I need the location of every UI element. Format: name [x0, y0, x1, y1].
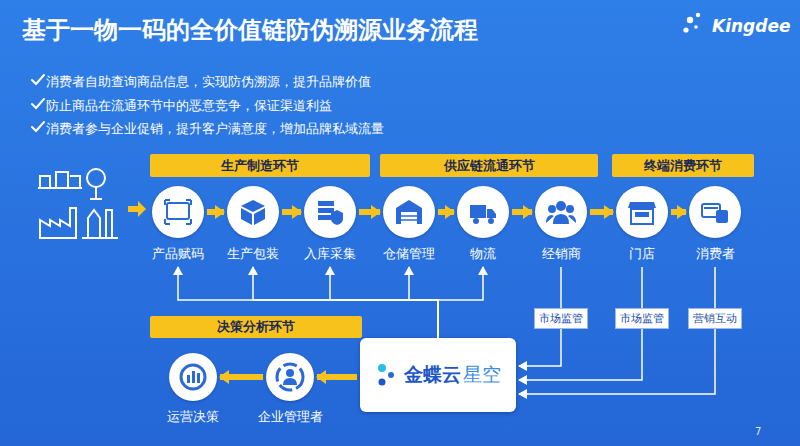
stage-band: 生产制造环节 — [150, 154, 370, 177]
process-circle: 产品赋码 — [138, 186, 218, 263]
flow-arrow — [128, 201, 146, 217]
flow-arrow — [220, 374, 263, 380]
flow-arrow — [512, 209, 532, 215]
circle-shape — [169, 353, 217, 401]
process-circle: 物流 — [443, 186, 523, 263]
flow-arrow — [207, 209, 224, 215]
data-link — [409, 267, 438, 338]
logo-text: Kingdee — [712, 16, 791, 36]
edge-label: 营销互动 — [688, 308, 742, 329]
icon — [393, 196, 425, 228]
stage-band: 终端消费环节 — [612, 154, 754, 177]
circle-shape — [266, 353, 314, 401]
flow-arrow — [590, 209, 613, 215]
factory-icon — [38, 169, 118, 238]
data-link — [519, 267, 715, 394]
process-circle: 门店 — [602, 186, 682, 263]
node-label: 生产包装 — [227, 246, 279, 263]
product-name: 星空 — [463, 362, 501, 388]
flow-arrow — [317, 374, 357, 380]
bullet-text: 防止商品在流通环节中的恶意竞争，保证渠道利益 — [46, 97, 332, 115]
flow-arrow — [438, 209, 454, 215]
icon — [545, 196, 577, 228]
node-label: 物流 — [470, 246, 496, 263]
stage-title: 终端消费环节 — [644, 157, 722, 175]
circle-shape — [152, 186, 204, 238]
process-circle: 生产包装 — [213, 186, 293, 263]
icon — [162, 196, 194, 228]
flow-arrow — [282, 209, 301, 215]
node-label: 门店 — [629, 246, 655, 263]
icon — [177, 361, 209, 393]
page-number: 7 — [755, 426, 761, 437]
circle-shape — [535, 186, 587, 238]
node-label: 消费者 — [696, 246, 735, 263]
logo-dots — [376, 362, 398, 388]
bullet-text: 消费者自助查询商品信息，实现防伪溯源，提升品牌价值 — [46, 73, 371, 91]
bullet-text: 消费者参与企业促销，提升客户满意度，增加品牌私域流量 — [46, 120, 384, 138]
node-label: 经销商 — [542, 246, 581, 263]
node-label: 运营决策 — [167, 409, 219, 426]
icon — [314, 196, 346, 228]
stage-band: 供应链流通环节 — [380, 154, 598, 177]
process-circle: 企业管理者 — [250, 353, 330, 426]
stage-title: 供应链流通环节 — [444, 157, 535, 175]
icon — [699, 196, 731, 228]
icon — [237, 196, 269, 228]
node-label: 产品赋码 — [152, 246, 204, 263]
node-label: 仓储管理 — [383, 246, 435, 263]
stage-title: 生产制造环节 — [221, 157, 299, 175]
circle-shape — [227, 186, 279, 238]
process-circle: 运营决策 — [153, 353, 233, 426]
process-circle: 仓储管理 — [369, 186, 449, 263]
node-label: 入库采集 — [304, 246, 356, 263]
stage-title: 决策分析环节 — [217, 318, 295, 336]
brand-name: 金蝶云 — [404, 362, 461, 388]
node-label: 企业管理者 — [258, 409, 323, 426]
flow-arrow — [359, 209, 380, 215]
flow-arrow — [671, 209, 686, 215]
edge-label: 市场监管 — [615, 308, 669, 329]
icon — [626, 196, 658, 228]
icon — [274, 361, 306, 393]
process-circle: 经销商 — [521, 186, 601, 263]
platform-box: 金蝶云星空 — [360, 338, 516, 412]
process-circle: 消费者 — [675, 186, 755, 263]
stage-band: 决策分析环节 — [150, 316, 362, 338]
slide-title: 基于一物一码的全价值链防伪溯源业务流程 — [22, 14, 478, 46]
circle-shape — [689, 186, 741, 238]
icon — [467, 196, 499, 228]
circle-shape — [457, 186, 509, 238]
data-link — [438, 267, 483, 338]
edge-label: 市场监管 — [534, 308, 588, 329]
circle-shape — [304, 186, 356, 238]
process-circle: 入库采集 — [290, 186, 370, 263]
circle-shape — [616, 186, 668, 238]
circle-shape — [383, 186, 435, 238]
